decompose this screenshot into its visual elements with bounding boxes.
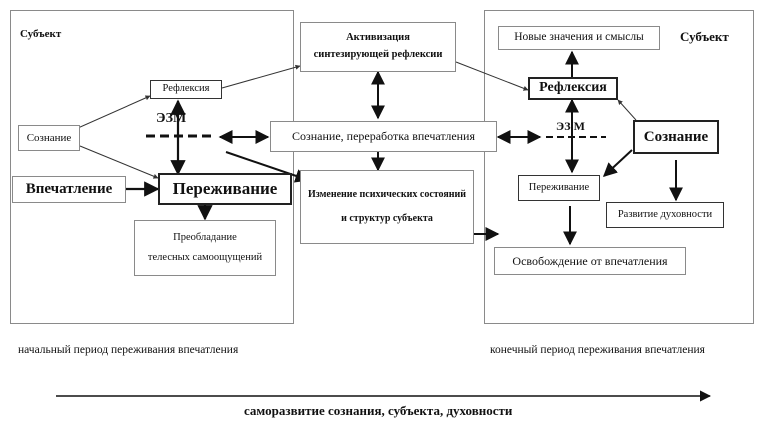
aktivizaciya-line1: Активизация: [346, 32, 410, 44]
preobladanie-box: Преобладание телесных самоощущений: [134, 220, 276, 276]
caption-bottom: саморазвитие сознания, субъекта, духовно…: [244, 403, 513, 418]
preobladanie-line1: Преобладание: [173, 232, 237, 244]
right-panel-title: Субъект: [680, 29, 729, 44]
arrow-ezm-to-izmenenie: [225, 151, 310, 183]
novye-box: Новые значения и смыслы: [498, 26, 660, 50]
izmenenie-box: Изменение психических состояний и структ…: [300, 170, 474, 244]
arrow-soznanie-to-refleksiya-right: [617, 99, 637, 121]
soznanie-pererabotka-box: Сознание, переработка впечатления: [270, 121, 497, 152]
caption-right: конечный период переживания впечатления: [490, 344, 705, 356]
caption-left: начальный период переживания впечатления: [18, 344, 239, 356]
aktivizaciya-line2: синтезирующей рефлексии: [313, 49, 443, 60]
preobladanie-line2: телесных самоощущений: [147, 252, 263, 263]
left-panel-title: Субъект: [20, 28, 62, 40]
arrow-soznanie-to-perezhivanie-right: [602, 149, 633, 177]
razvitie-box: Развитие духовности: [606, 202, 724, 228]
izmenenie-line2: и структур субъекта: [341, 213, 433, 224]
vpechatlenie-box: Впечатление: [12, 176, 126, 203]
refleksiya-box-right: Рефлексия: [528, 77, 618, 100]
soznanie-box-right: Сознание: [633, 120, 719, 154]
perezhivanie-box-left: Переживание: [158, 173, 292, 205]
osvobozhdenie-box: Освобождение от впечатления: [494, 247, 686, 275]
aktivizaciya-box: Активизация синтезирующей рефлексии: [300, 22, 456, 72]
ezm-label-right: ЭЗ М: [556, 119, 585, 133]
ezm-label-left: ЭЗМ: [156, 111, 187, 126]
arrow-refleksiya-to-aktivizaciya: [221, 64, 301, 89]
arrow-soznanie-to-refleksiya: [77, 95, 151, 129]
refleksiya-box-left: Рефлексия: [150, 80, 222, 99]
arrow-soznanie-to-perezhivanie: [79, 145, 159, 179]
perezhivanie-box-right: Переживание: [518, 175, 600, 201]
izmenenie-line1: Изменение психических состояний: [307, 189, 467, 200]
arrow-aktivizaciya-to-refleksiya-right: [455, 61, 529, 91]
soznanie-box-left: Сознание: [18, 125, 80, 151]
